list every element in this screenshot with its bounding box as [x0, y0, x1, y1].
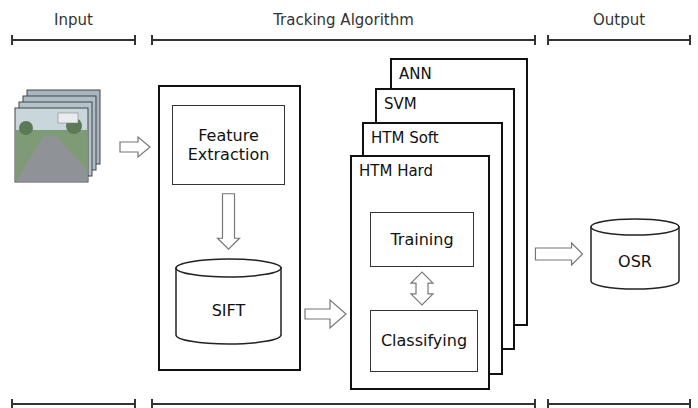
input-bracket: [12, 399, 135, 408]
split-arrow: [305, 300, 346, 328]
video-frame: [15, 108, 88, 182]
algorithm-bracket: [152, 399, 535, 408]
output-bracket: [548, 35, 690, 45]
cylinder-top: [176, 259, 281, 277]
cylinder-body: [591, 227, 679, 289]
node-label: ANN: [399, 65, 519, 83]
node-label: Training: [390, 230, 453, 249]
classifier-card: HTM HardTrainingClassifying: [350, 155, 490, 390]
algorithm-bracket: [152, 35, 535, 45]
section-label: Tracking Algorithm: [152, 11, 535, 29]
process-box: Feature Extraction: [172, 105, 285, 185]
input-arrow: [120, 137, 150, 157]
block-arrow: [535, 243, 582, 265]
cylinder-body: [176, 268, 281, 344]
section-label: Output: [548, 11, 690, 29]
process-box: Training: [370, 212, 474, 267]
extraction-panel: [159, 86, 300, 370]
process-box: Classifying: [370, 310, 478, 372]
video-frames-icon: [15, 90, 100, 182]
section-brackets: [12, 35, 690, 408]
node-label: SIFT: [212, 301, 246, 320]
database-cylinder: SIFT: [175, 258, 282, 345]
cylinder-top: [591, 219, 679, 235]
node-label: HTM Soft: [371, 129, 494, 147]
frame-building: [58, 113, 78, 123]
node-label: SVM: [384, 95, 506, 113]
node-label: HTM Hard: [359, 162, 481, 180]
section-label: Input: [12, 11, 135, 29]
frame-road: [16, 136, 87, 181]
block-arrow: [411, 272, 433, 305]
input-bracket: [12, 35, 135, 45]
output-bracket: [548, 399, 690, 408]
node-label: OSR: [618, 252, 652, 271]
frame-ground: [16, 130, 87, 181]
node-label: Classifying: [381, 331, 467, 350]
node-label: Feature Extraction: [179, 126, 278, 164]
database-cylinder: OSR: [590, 218, 680, 290]
block-arrow: [218, 194, 240, 249]
frame-tree: [19, 121, 33, 135]
